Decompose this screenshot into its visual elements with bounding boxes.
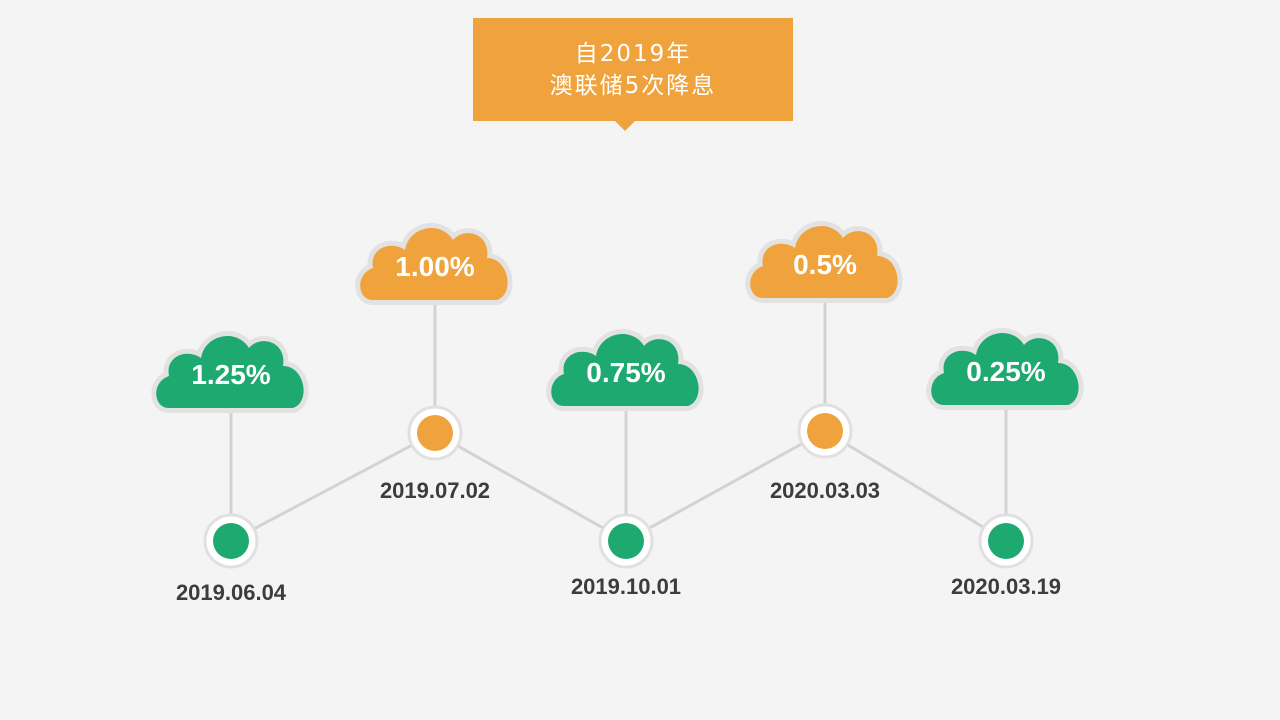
timeline-connector xyxy=(824,429,1007,543)
rate-label: 0.5% xyxy=(793,249,857,280)
cloud-shape xyxy=(360,227,508,300)
rate-label: 1.00% xyxy=(395,251,474,282)
cloud-shape xyxy=(931,332,1079,405)
timeline-connector xyxy=(625,429,826,543)
title-banner: 自2019年 澳联储5次降息 xyxy=(473,18,793,121)
timeline-node xyxy=(988,523,1024,559)
date-label: 2019.10.01 xyxy=(570,574,682,599)
date-label: 2019.07.02 xyxy=(379,478,491,503)
rate-cloud: 1.00% xyxy=(355,223,513,305)
rate-label: 0.75% xyxy=(586,357,665,388)
rate-cloud: 0.75% xyxy=(546,329,704,411)
title-line-2: 澳联储5次降息 xyxy=(549,73,717,99)
cloud-shape xyxy=(750,225,898,298)
date-label: 2020.03.19 xyxy=(950,574,1062,599)
date-label: 2019.06.04 xyxy=(175,580,287,605)
rate-cloud: 1.25% xyxy=(151,331,309,413)
title-banner-pointer xyxy=(614,120,636,131)
rate-cloud: 0.25% xyxy=(926,328,1084,410)
timeline-node xyxy=(213,523,249,559)
date-label: 2020.03.03 xyxy=(769,478,881,503)
timeline-connector xyxy=(230,431,436,543)
rate-cloud: 0.5% xyxy=(745,221,903,303)
cloud-shape xyxy=(156,335,304,408)
timeline-connector xyxy=(434,431,627,543)
cloud-shape xyxy=(551,333,699,406)
timeline-node xyxy=(608,523,644,559)
title-line-1: 自2019年 xyxy=(574,41,692,67)
rate-label: 1.25% xyxy=(191,359,270,390)
rate-label: 0.25% xyxy=(966,356,1045,387)
timeline-node xyxy=(417,415,453,451)
timeline-node xyxy=(807,413,843,449)
